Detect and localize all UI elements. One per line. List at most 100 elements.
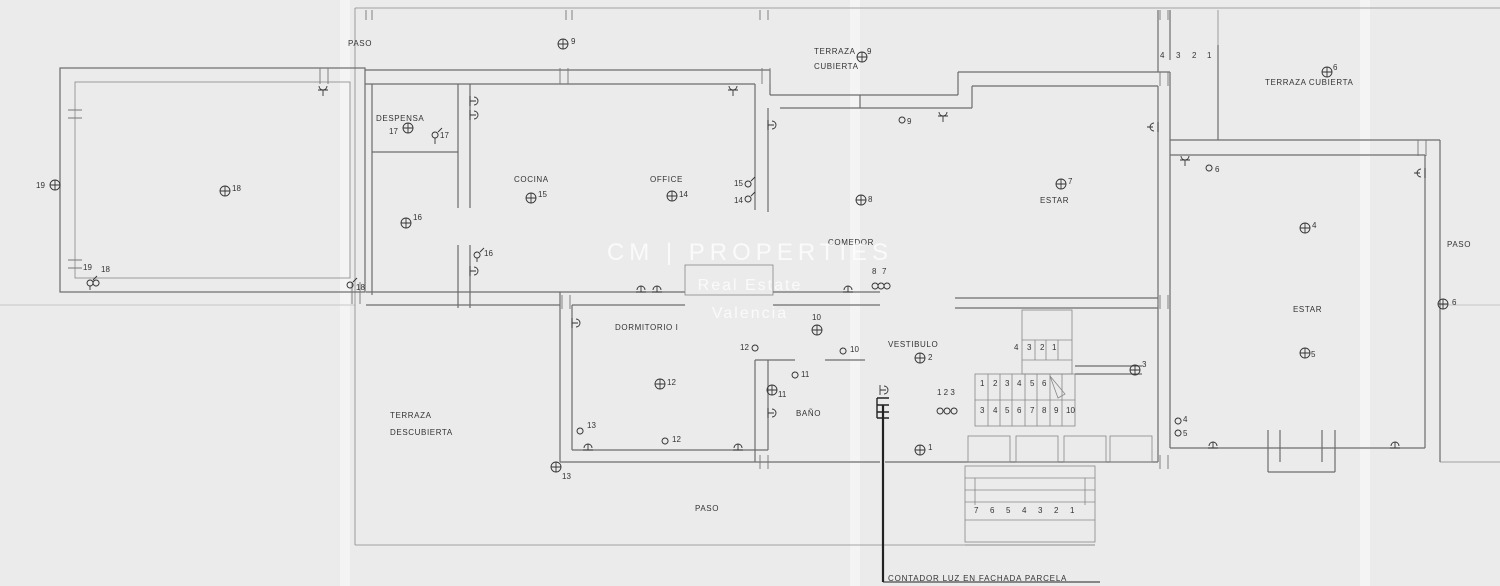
light-icon: [402, 122, 414, 134]
plot-boundary: [354, 7, 1500, 546]
switch-icon: [346, 277, 358, 289]
stair-step-number: 5: [1005, 406, 1010, 415]
room-label-terraza-descubierta-2: DESCUBIERTA: [390, 428, 453, 437]
circuit-number: 11: [778, 390, 787, 399]
circuit-number: 18: [101, 265, 110, 274]
outlet-icon: [767, 120, 777, 130]
light-icon: [550, 461, 562, 473]
outlet-icon: [571, 318, 581, 328]
circuit-number: 10: [850, 345, 859, 354]
stair-step-number: 3: [1176, 51, 1181, 60]
switch-symbols: [86, 116, 1213, 445]
stair-step-number: 10: [1066, 406, 1075, 415]
outlet-icon: [1147, 122, 1159, 132]
outlet-icon: [469, 266, 479, 276]
room-label-despensa: DESPENSA: [376, 114, 424, 123]
light-icon: [1299, 347, 1311, 359]
outlet-icon: [938, 111, 948, 122]
stair-step-number: 3: [1005, 379, 1010, 388]
switch-icon: [86, 275, 98, 290]
circuit-number: 2: [928, 353, 933, 362]
room-label-cocina: COCINA: [514, 175, 549, 184]
switch-icon: [751, 344, 759, 352]
stair-step-number: 4: [993, 406, 998, 415]
circuit-number: 19: [83, 263, 92, 272]
stair-step-number: 8: [1042, 406, 1047, 415]
circuit-number: 16: [413, 213, 422, 222]
outlet-icon: [1208, 441, 1218, 449]
room-label-dormitorio: DORMITORIO I: [615, 323, 679, 332]
circuit-number: 9: [571, 37, 576, 46]
circuit-number: 18: [356, 283, 365, 292]
meter-note: CONTADOR LUZ EN FACHADA PARCELA: [888, 574, 1067, 583]
stair-step-number: 4: [1160, 51, 1165, 60]
room-label-paso-right: PASO: [1447, 240, 1471, 249]
circuit-number: 6: [1452, 298, 1457, 307]
circuit-number: 18: [232, 184, 241, 193]
watermark-city: Valencia: [712, 305, 788, 322]
stair-step-number: 3: [1038, 506, 1043, 515]
column-marks: [68, 10, 1427, 469]
switch-icon: [431, 127, 443, 144]
circuit-number: 1: [928, 443, 933, 452]
room-label-terraza-descubierta: TERRAZA: [390, 411, 432, 420]
circuit-number: 6: [1215, 165, 1220, 174]
outlet-icon: [469, 96, 479, 106]
room-label-terraza-cubierta-2: CUBIERTA: [814, 62, 859, 71]
light-icon: [219, 185, 231, 197]
light-icon: [49, 179, 61, 191]
stair-step-numbers: 4 3 2 1 4 3 2 1 1 2 3 4 5 6 3 4 5 6 7 8 …: [974, 51, 1212, 515]
switch-icon: [1174, 417, 1182, 437]
outlet-icon: [1180, 155, 1190, 166]
circuit-number: 7: [1068, 177, 1073, 186]
light-icon: [654, 378, 666, 390]
stair-step-number: 3: [980, 406, 985, 415]
stair-step-number: 9: [1054, 406, 1059, 415]
room-label-office: OFFICE: [650, 175, 683, 184]
stair-step-number: 7: [974, 506, 979, 515]
stair-step-number: 5: [1006, 506, 1011, 515]
room-label-bano: BAÑO: [796, 409, 821, 418]
circuit-number: 4: [1312, 221, 1317, 230]
light-icon: [856, 51, 868, 63]
light-icon: [400, 217, 412, 229]
outlet-icon: [1414, 168, 1426, 178]
light-icon: [1321, 66, 1333, 78]
circuit-number: 7: [882, 267, 887, 276]
circuit-number: 14: [679, 190, 688, 199]
circuit-number: 4: [1183, 415, 1188, 424]
switch-icon: [936, 407, 958, 415]
stair-step-number: 4: [1022, 506, 1027, 515]
circuit-number: 8: [868, 195, 873, 204]
watermark-subtitle: Real Estate: [698, 277, 803, 294]
outlet-icon: [583, 443, 593, 451]
circuit-number: 13: [562, 472, 571, 481]
circuit-number: 13: [587, 421, 596, 430]
outlet-icon: [469, 110, 479, 120]
circuit-number: 16: [484, 249, 493, 258]
stair-step-number: 1: [1207, 51, 1212, 60]
stair-step-number: 4: [1017, 379, 1022, 388]
circuit-number: 14: [734, 196, 743, 205]
circuit-numbers: 9 9 9 6 6 6 17 17 18 18 18 19 19 15 15 1…: [36, 37, 1457, 481]
outlet-icon: [879, 385, 889, 395]
circuit-number: 12: [667, 378, 676, 387]
circuit-number: 9: [907, 117, 912, 126]
outlet-icon: [728, 85, 738, 96]
outlet-icon: [767, 408, 777, 418]
switch-icon: [1205, 164, 1213, 172]
switch-icon: [791, 371, 799, 379]
room-label-terraza-cubierta-right: TERRAZA CUBIERTA: [1265, 78, 1353, 87]
circuit-number: 10: [812, 313, 821, 322]
stair-step-number: 6: [990, 506, 995, 515]
stair-step-number: 5: [1030, 379, 1035, 388]
light-icon: [557, 38, 569, 50]
stair-step-number: 3: [1027, 343, 1032, 352]
light-icon: [1129, 364, 1141, 376]
switch-icon: [744, 176, 756, 188]
circuit-number: 15: [538, 190, 547, 199]
circuit-number: 6: [1333, 63, 1338, 72]
light-icon: [914, 352, 926, 364]
